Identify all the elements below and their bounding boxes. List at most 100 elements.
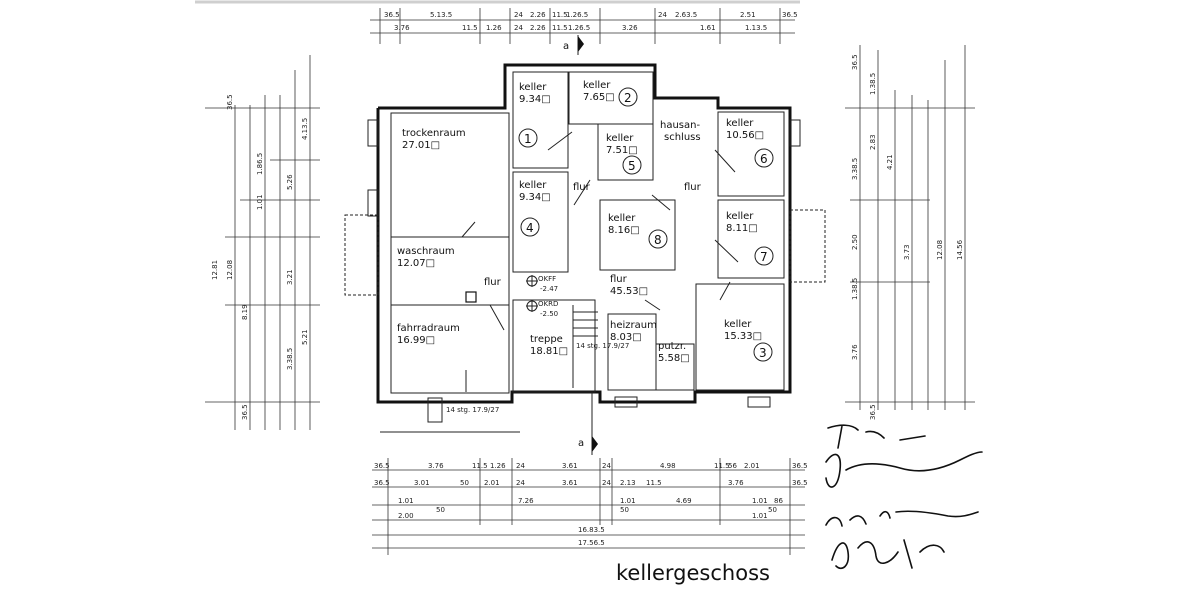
dim-right-1: 36.5 xyxy=(851,54,859,70)
room-keller6-name: keller xyxy=(726,118,754,129)
dim-bot-18: 3.61 xyxy=(562,479,578,487)
dim-right-11: 4.21 xyxy=(886,154,894,170)
dim-bot-11: 2.01 xyxy=(744,462,760,470)
dim-top-19: 1.61 xyxy=(700,24,716,32)
room-keller2-name: keller xyxy=(583,80,611,91)
dim-left-5: 1.01 xyxy=(256,194,264,210)
dim-bot-12: 36.5 xyxy=(792,462,808,470)
room-number-1: 1 xyxy=(524,132,532,146)
svg-text:a: a xyxy=(578,438,584,449)
room-waschraum-area: 12.07□ xyxy=(397,258,435,269)
room-flur-right: flur xyxy=(684,182,702,193)
plan-title: kellergeschoss xyxy=(616,561,770,585)
room-keller3-name: keller xyxy=(724,319,752,330)
room-flur-main-area: 45.53□ xyxy=(610,286,648,297)
dim-top-16: 11.5 xyxy=(552,24,568,32)
bottom-dimension-chain: 36.5 3.76 11.5 1.26 24 3.61 24 4.98 11.5… xyxy=(372,458,808,555)
dim-top-5: 11.5 xyxy=(552,11,568,19)
left-dimension-chain: 36.5 4.13.5 5.26 1.86.5 1.01 3.21 3.38.5… xyxy=(205,55,320,430)
room-keller1-area: 9.34□ xyxy=(519,94,551,105)
dim-bot-17: 24 xyxy=(516,479,525,487)
stair-note-main: 14 stg. 17.9/27 xyxy=(576,342,629,350)
room-flur-left: flur xyxy=(484,277,502,288)
dim-bot-21: 11.5 xyxy=(646,479,662,487)
room-number-4: 4 xyxy=(526,221,534,235)
dim-left-6: 3.21 xyxy=(286,269,294,285)
dim-bot-6: 3.61 xyxy=(562,462,578,470)
room-flur-mid: flur xyxy=(573,182,591,193)
room-number-7: 7 xyxy=(760,250,768,264)
room-fahrradraum-name: fahrradraum xyxy=(397,323,460,334)
room-number-3: 3 xyxy=(759,346,767,360)
dim-bot-2: 3.76 xyxy=(428,462,444,470)
dim-top-7: 24 xyxy=(658,11,667,19)
dim-top-13: 1.26 xyxy=(486,24,502,32)
okrd-label: OKRD xyxy=(538,300,558,308)
building-walls xyxy=(344,63,826,433)
room-keller1-name: keller xyxy=(519,82,547,93)
signature xyxy=(825,424,983,570)
dim-right-4: 3.38.5 xyxy=(851,158,859,180)
dim-left-7: 3.38.5 xyxy=(286,348,294,370)
room-keller4-name: keller xyxy=(519,180,547,191)
okrd-value: -2.50 xyxy=(540,310,558,318)
dim-left-2: 4.13.5 xyxy=(301,118,309,140)
dim-bot-24: 1.01 xyxy=(398,497,414,505)
room-keller4-area: 9.34□ xyxy=(519,192,551,203)
svg-text:a: a xyxy=(563,41,569,52)
dim-bot-32: 50 xyxy=(620,506,629,514)
section-marker-top: a xyxy=(563,35,584,55)
room-labels: trockenraum 27.01□ waschraum 12.07□ fahr… xyxy=(397,80,764,364)
room-treppe-area: 18.81□ xyxy=(530,346,568,357)
dim-bot-33: 1.01 xyxy=(752,512,768,520)
room-heizraum-area: 8.03□ xyxy=(610,332,642,343)
dim-top-20: 1.13.5 xyxy=(745,24,767,32)
room-keller5-name: keller xyxy=(606,133,634,144)
dim-bot-14: 3.01 xyxy=(414,479,430,487)
basin-icon xyxy=(465,291,477,303)
room-number-5: 5 xyxy=(628,159,636,173)
dim-top-12: 11.5 xyxy=(462,24,478,32)
room-keller8-name: keller xyxy=(608,213,636,224)
dim-top-15: 2.26 xyxy=(530,24,546,32)
dim-top-9: 2.51 xyxy=(740,11,756,19)
dim-left-3: 5.26 xyxy=(286,174,294,190)
dim-bot-4: 1.26 xyxy=(490,462,506,470)
dim-right-7: 3.76 xyxy=(851,344,859,360)
dim-right-6: 1.38.5 xyxy=(851,278,859,300)
dim-bot-9: 11.5 xyxy=(714,462,730,470)
section-marker-bottom: a xyxy=(578,392,598,455)
okff-label: OKFF xyxy=(538,275,556,283)
dim-top-14: 24 xyxy=(514,24,523,32)
dim-bot-31: 2.00 xyxy=(398,512,414,520)
room-trockenraum-name: trockenraum xyxy=(402,128,466,139)
dim-bot-27: 1.01 xyxy=(620,497,636,505)
dim-right-3: 2.83 xyxy=(869,134,877,150)
dim-bot-34: 50 xyxy=(768,506,777,514)
room-keller2-area: 7.65□ xyxy=(583,92,615,103)
dim-right-9: 12.08 xyxy=(936,240,944,260)
dim-bot-total1: 16.83.5 xyxy=(578,526,605,534)
room-numbers: 1 2 3 4 5 6 7 8 xyxy=(518,87,774,362)
room-keller3-area: 15.33□ xyxy=(724,331,762,342)
dim-bot-13: 36.5 xyxy=(374,479,390,487)
room-keller7-area: 8.11□ xyxy=(726,223,758,234)
dim-top-10: 36.5 xyxy=(782,11,798,19)
dim-bot-28: 4.69 xyxy=(676,497,692,505)
dim-bot-8: 4.98 xyxy=(660,462,676,470)
dim-left-9: 12.81 xyxy=(211,260,219,280)
room-heizraum-name: heizraum xyxy=(610,320,657,331)
dim-bot-1: 36.5 xyxy=(374,462,390,470)
room-putzr-area: 5.58□ xyxy=(658,353,690,364)
dim-top-4: 2.26 xyxy=(530,11,546,19)
dim-left-4: 1.86.5 xyxy=(256,153,264,175)
room-trockenraum-area: 27.01□ xyxy=(402,140,440,151)
dim-bot-30: 86 xyxy=(774,497,783,505)
dim-top-18: 3.26 xyxy=(622,24,638,32)
room-keller5-area: 7.51□ xyxy=(606,145,638,156)
room-keller6-area: 10.56□ xyxy=(726,130,764,141)
top-dimension-chain: 36.5 5.13.5 24 2.26 11.5 1.26.5 24 2.63.… xyxy=(370,8,798,44)
dim-top-1: 36.5 xyxy=(384,11,400,19)
dim-bot-total2: 17.56.5 xyxy=(578,539,605,547)
